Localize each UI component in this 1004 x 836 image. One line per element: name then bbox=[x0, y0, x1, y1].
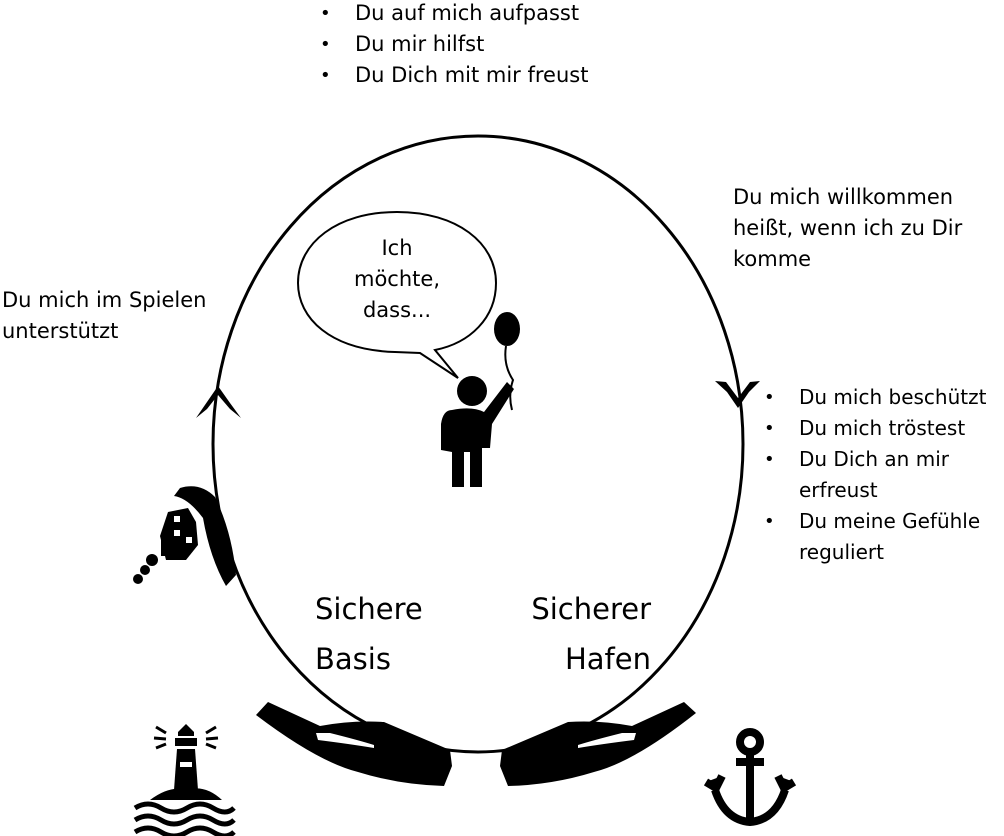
arrow-down-icon bbox=[715, 381, 760, 408]
anchor-icon bbox=[703, 728, 797, 827]
right-top-text-line: Du mich willkommen bbox=[733, 185, 954, 209]
circle-of-security-oval bbox=[211, 134, 745, 754]
left-text: Du mich im Spielen unterstützt bbox=[2, 285, 206, 347]
secure-base-label: Sichere Basis bbox=[315, 592, 423, 676]
balloon-child-icon bbox=[441, 312, 520, 487]
lighthouse-icon bbox=[133, 724, 236, 836]
speech-bubble bbox=[296, 210, 498, 379]
arrow-up-icon bbox=[196, 386, 241, 418]
left-text-line: unterstützt bbox=[2, 319, 119, 343]
list-item: Du auf mich aufpasst bbox=[320, 0, 588, 29]
hands-icon bbox=[256, 702, 696, 786]
list-item: Du mir hilfst bbox=[320, 29, 588, 60]
right-top-text: Du mich willkommen heißt, wenn ich zu Di… bbox=[733, 182, 962, 275]
list-item: Du mich tröstest bbox=[764, 413, 986, 444]
list-item: Du Dich mit mir freust bbox=[320, 60, 588, 91]
list-item: Du mich beschützt bbox=[764, 382, 986, 413]
right-top-text-line: heißt, wenn ich zu Dir bbox=[733, 216, 963, 240]
right-bullet-list: Du mich beschützt Du mich tröstest Du Di… bbox=[764, 382, 986, 568]
speech-bubble-text: Ich möchte, dass... bbox=[354, 236, 440, 322]
left-text-line: Du mich im Spielen bbox=[2, 288, 207, 312]
safe-haven-label: Sicherer Hafen bbox=[531, 592, 651, 676]
top-bullet-list: Du auf mich aufpasst Du mir hilfst Du Di… bbox=[320, 0, 588, 91]
right-top-text-line: komme bbox=[733, 247, 812, 271]
ship-icon bbox=[133, 486, 236, 586]
